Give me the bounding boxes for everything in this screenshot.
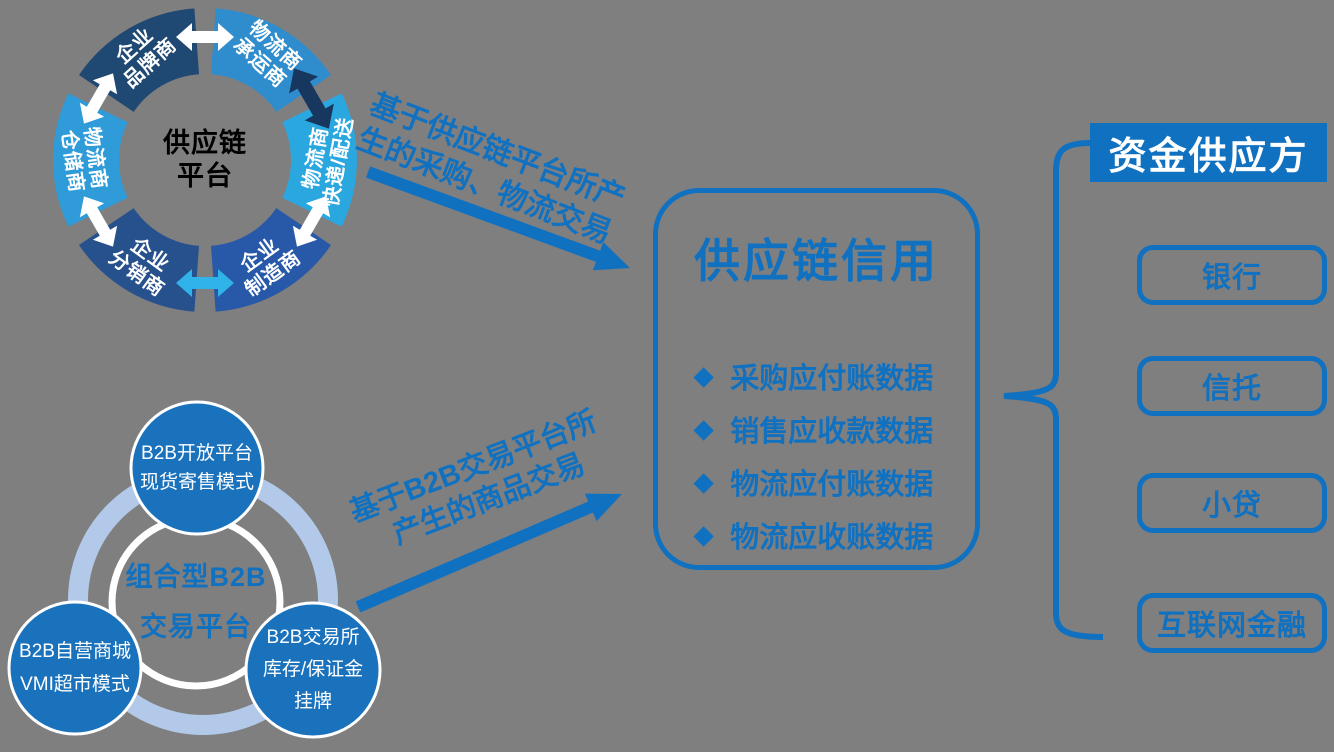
b2b-self-mall-circle xyxy=(7,600,143,736)
double-arrow-icon xyxy=(79,196,118,247)
list-item: ◆ 物流应付账数据 xyxy=(694,455,975,508)
double-arrow-icon xyxy=(289,68,334,129)
top-flow-arrow xyxy=(365,166,630,271)
list-item: ◆ 物流应收账数据 xyxy=(694,508,975,561)
funder-box-internet-finance: 互联网金融 xyxy=(1137,593,1327,653)
bottom-flow-arrow xyxy=(355,493,622,613)
bullet-text: 物流应付账数据 xyxy=(730,468,934,501)
donut-segment-express xyxy=(282,93,357,227)
supply-chain-platform-title: 供应链平台 xyxy=(163,128,247,191)
supply-chain-credit-panel: 供应链信用 ◆ 采购应付账数据 ◆ 销售应收款数据 ◆ 物流应付账数据 ◆ 物流… xyxy=(653,188,980,570)
funders-brace xyxy=(1003,140,1104,640)
bullet-text: 采购应付账数据 xyxy=(730,362,934,395)
b2b-exchange-circle xyxy=(244,601,382,739)
list-item: ◆ 采购应付账数据 xyxy=(694,349,975,402)
diamond-bullet-icon: ◆ xyxy=(694,414,714,443)
list-item: ◆ 销售应收款数据 xyxy=(694,402,975,455)
b2b-open-platform-label: B2B开放平台现货寄售模式 xyxy=(139,443,254,493)
funder-box-microloan: 小贷 xyxy=(1137,473,1327,533)
funder-box-trust: 信托 xyxy=(1137,356,1327,416)
funders-header: 资金供应方 xyxy=(1090,123,1327,182)
bullet-text: 物流应收账数据 xyxy=(730,521,934,554)
diamond-bullet-icon: ◆ xyxy=(694,361,714,390)
credit-panel-title: 供应链信用 xyxy=(694,235,939,287)
b2b-open-platform-circle xyxy=(129,400,265,536)
credit-bullet-list: ◆ 采购应付账数据 ◆ 销售应收款数据 ◆ 物流应付账数据 ◆ 物流应收账数据 xyxy=(658,349,975,561)
diamond-bullet-icon: ◆ xyxy=(694,467,714,496)
double-arrow-icon xyxy=(292,196,331,247)
funder-box-bank: 银行 xyxy=(1137,245,1327,305)
b2b-exchange-label: B2B交易所库存/保证金挂牌 xyxy=(262,627,364,712)
bullet-text: 销售应收款数据 xyxy=(730,415,934,448)
double-arrow-icon xyxy=(176,23,234,51)
double-arrow-icon xyxy=(79,73,118,124)
double-arrow-icon xyxy=(176,269,234,297)
donut-segment-warehouse xyxy=(53,93,128,227)
diamond-bullet-icon: ◆ xyxy=(694,520,714,549)
